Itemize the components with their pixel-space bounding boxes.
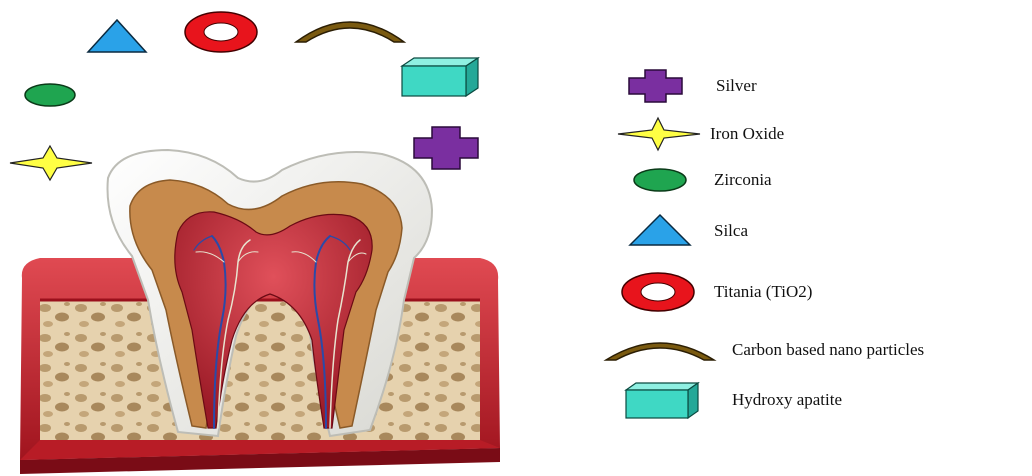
arc-icon	[600, 330, 730, 370]
legend-item-hydroxyapatite: Hydroxy apatite	[600, 380, 1032, 420]
legend-item-zirconia: Zirconia	[600, 160, 1032, 200]
ring-icon	[600, 272, 730, 312]
legend-label-silica: Silca	[714, 221, 748, 241]
box-icon	[600, 380, 730, 420]
triangle-icon	[600, 211, 730, 251]
ellipse-icon	[600, 160, 730, 200]
legend-label-zirconia: Zirconia	[714, 170, 772, 190]
legend-item-silver: Silver	[600, 66, 1032, 106]
plus-icon	[600, 66, 730, 106]
legend-item-carbon: Carbon based nano particles	[600, 330, 1032, 370]
legend-item-iron-oxide: Iron Oxide	[600, 114, 1032, 154]
legend-item-titania: Titania (TiO2)	[600, 272, 1032, 312]
legend-item-silica: Silca	[600, 211, 1032, 251]
legend-label-silver: Silver	[716, 76, 757, 96]
tooth-illustration	[0, 0, 520, 476]
legend-label-titania: Titania (TiO2)	[714, 282, 812, 302]
legend-label-hydroxyapatite: Hydroxy apatite	[732, 390, 842, 410]
legend-label-carbon: Carbon based nano particles	[732, 340, 924, 360]
legend-label-iron-oxide: Iron Oxide	[710, 124, 784, 144]
